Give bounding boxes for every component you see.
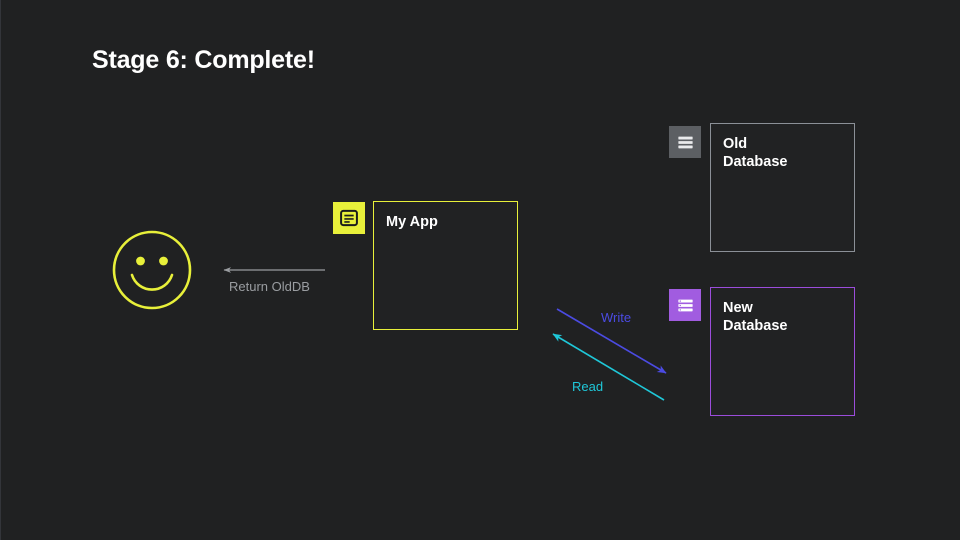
smiley-face-icon <box>112 230 192 310</box>
edge-label-read: Read <box>572 379 604 394</box>
application-window-icon <box>340 209 358 227</box>
edge-label-write: Write <box>601 310 632 325</box>
page-title: Stage 6: Complete! <box>92 46 315 74</box>
node-old-database-label: Old Database <box>723 136 788 170</box>
node-new-database[interactable]: New Database <box>710 287 855 416</box>
database-stack-icon <box>677 136 693 148</box>
edge-read <box>552 333 665 401</box>
node-my-app[interactable]: My App <box>373 201 518 330</box>
node-my-app-label: My App <box>386 214 438 230</box>
my-app-icon-badge <box>333 202 365 234</box>
database-stack-icon <box>677 299 693 311</box>
old-database-icon-badge <box>669 126 701 158</box>
new-database-icon-badge <box>669 289 701 321</box>
node-old-database[interactable]: Old Database <box>710 123 855 252</box>
edge-label-return-olddb: Return OldDB <box>229 279 310 294</box>
node-new-database-label: New Database <box>723 300 788 334</box>
